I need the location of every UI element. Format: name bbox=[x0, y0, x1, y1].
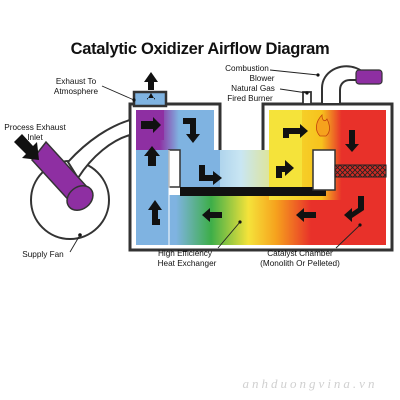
label-supply-fan: Supply Fan bbox=[22, 250, 64, 259]
svg-text:Blower: Blower bbox=[249, 74, 274, 83]
label-heat-exchanger: High Efficiency Heat Exchanger bbox=[158, 249, 217, 268]
svg-text:Exhaust To: Exhaust To bbox=[56, 77, 97, 86]
svg-text:Atmosphere: Atmosphere bbox=[54, 87, 99, 96]
label-process-exhaust-inlet: Process Exhaust Inlet bbox=[4, 123, 66, 142]
arrow-icon bbox=[202, 208, 222, 222]
svg-text:Fired Burner: Fired Burner bbox=[227, 94, 273, 103]
flame-icon bbox=[316, 114, 330, 137]
arrow-icon bbox=[147, 93, 155, 100]
arrow-icon bbox=[344, 196, 364, 222]
svg-text:Heat Exchanger: Heat Exchanger bbox=[158, 259, 217, 268]
combustion-blower bbox=[321, 65, 383, 105]
internal-baffles bbox=[168, 149, 387, 245]
arrow-icon bbox=[276, 160, 294, 178]
arrow-icon bbox=[14, 134, 39, 160]
svg-text:High Efficiency: High Efficiency bbox=[158, 249, 213, 258]
label-combustion-blower: Combustion Blower bbox=[225, 64, 275, 83]
watermark: anhduongvina.vn bbox=[243, 376, 378, 391]
svg-text:Catalyst Chamber: Catalyst Chamber bbox=[267, 249, 333, 258]
svg-text:(Monolith Or Pelleted): (Monolith Or Pelleted) bbox=[260, 259, 340, 268]
label-catalyst-chamber: Catalyst Chamber (Monolith Or Pelleted) bbox=[260, 249, 340, 268]
arrow-icon bbox=[296, 208, 316, 222]
svg-text:Inlet: Inlet bbox=[27, 133, 43, 142]
arrow-icon bbox=[283, 124, 308, 138]
svg-text:Natural Gas: Natural Gas bbox=[231, 84, 275, 93]
svg-text:Combustion: Combustion bbox=[225, 64, 269, 73]
svg-text:Process Exhaust: Process Exhaust bbox=[4, 123, 66, 132]
arrow-icon bbox=[148, 200, 162, 225]
label-exhaust-to-atmosphere: Exhaust To Atmosphere bbox=[54, 77, 99, 96]
leader-lines bbox=[69, 69, 362, 253]
arrow-icon bbox=[199, 165, 222, 185]
svg-text:Supply Fan: Supply Fan bbox=[22, 250, 64, 259]
process-exhaust-inlet bbox=[14, 134, 94, 211]
diagram-title: Catalytic Oxidizer Airflow Diagram bbox=[71, 40, 330, 58]
arrow-icon bbox=[183, 118, 200, 143]
arrow-icon bbox=[144, 146, 160, 166]
label-natural-gas-burner: Natural Gas Fired Burner bbox=[227, 84, 275, 103]
arrow-icon bbox=[141, 117, 161, 133]
flow-arrows bbox=[141, 93, 364, 225]
exhaust-stack bbox=[132, 72, 168, 108]
arrow-icon bbox=[345, 130, 359, 152]
